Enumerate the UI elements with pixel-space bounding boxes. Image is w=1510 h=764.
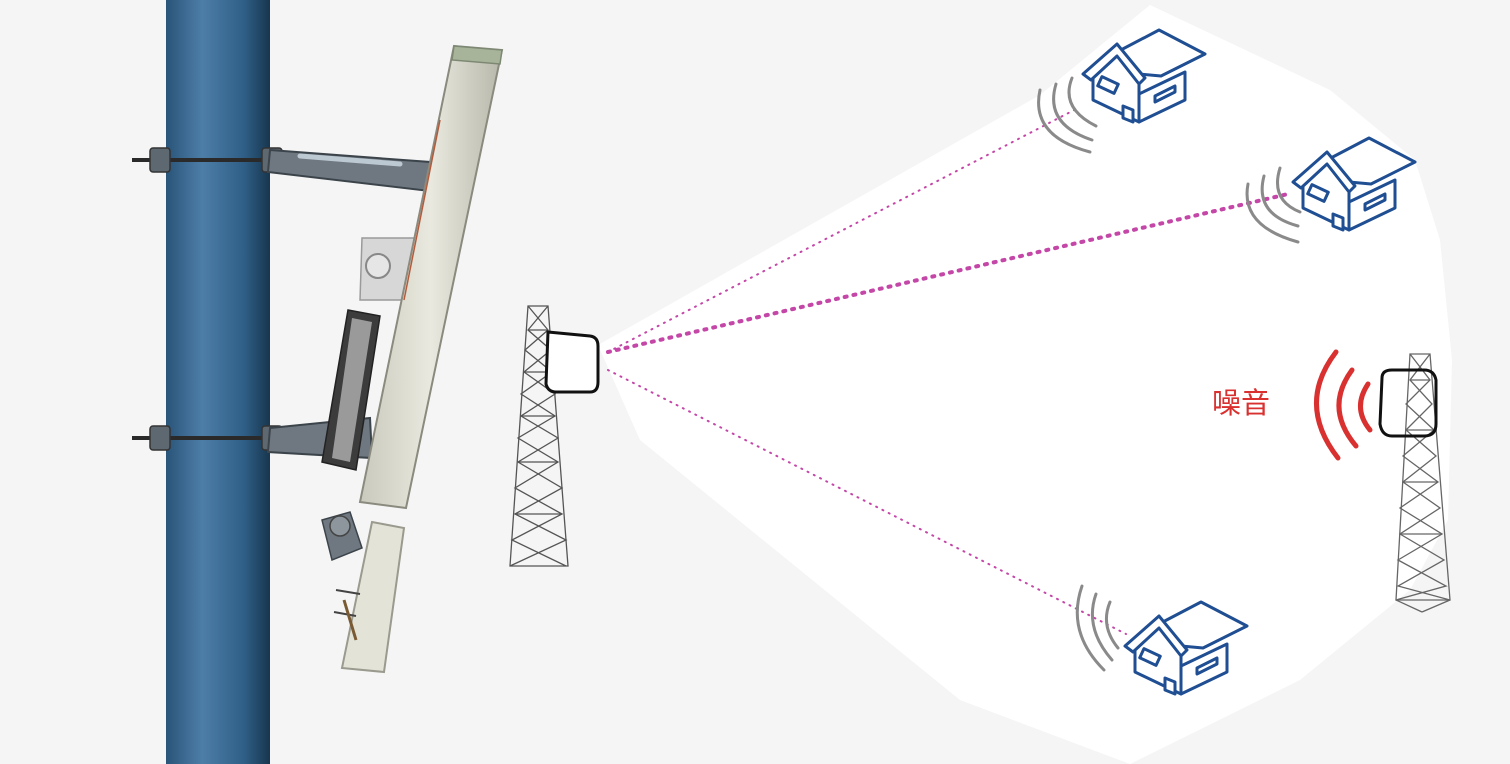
interfering-tower bbox=[1378, 353, 1451, 613]
panel-antenna-assembly bbox=[132, 44, 504, 674]
base-station-radio bbox=[544, 330, 600, 394]
base-station-tower bbox=[509, 305, 600, 567]
link-house-2 bbox=[606, 192, 1290, 354]
signal-waves-icon bbox=[1037, 76, 1302, 672]
utility-pole bbox=[166, 0, 270, 764]
coverage-area bbox=[598, 5, 1452, 764]
link-house-3 bbox=[607, 369, 1127, 635]
wireless-links bbox=[606, 107, 1290, 635]
noise-label: 噪音 bbox=[1212, 386, 1271, 420]
noise-waves-icon bbox=[1314, 349, 1373, 461]
interfering-radio bbox=[1378, 368, 1438, 438]
link-house-1 bbox=[607, 107, 1079, 353]
